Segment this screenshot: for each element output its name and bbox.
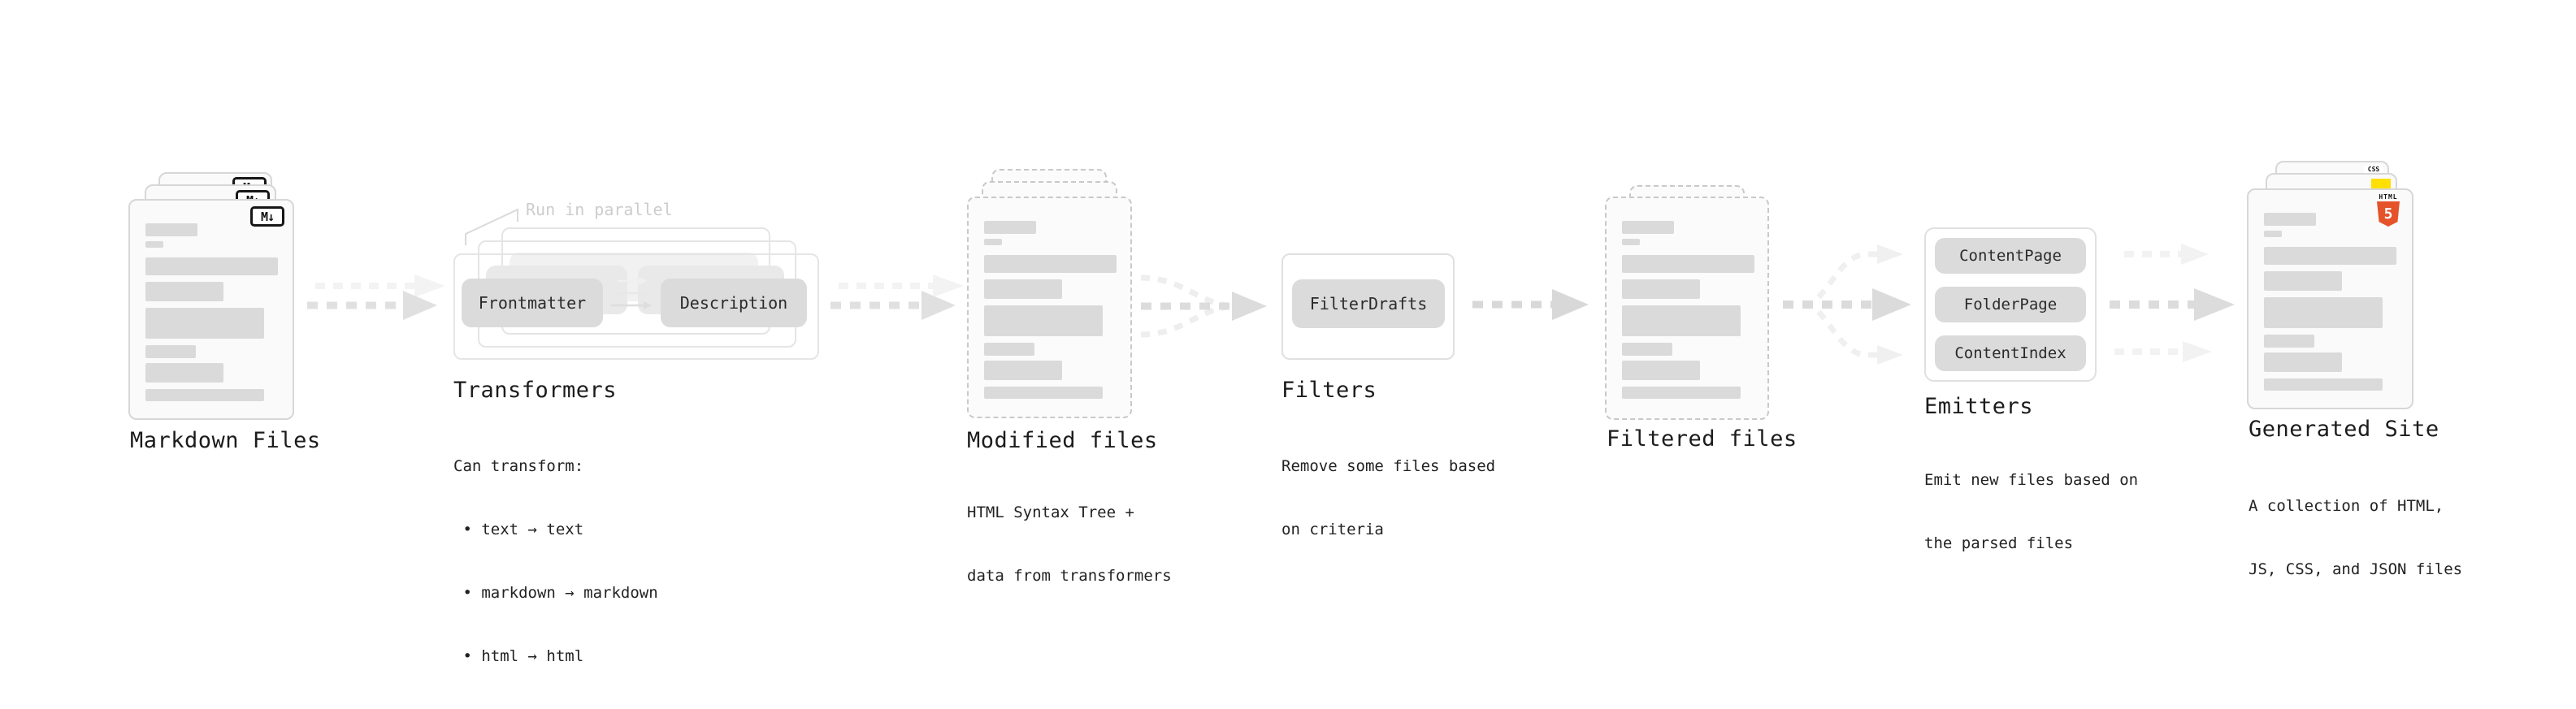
filters-sub-line: Remove some files based	[1281, 457, 1496, 475]
contentindex-node: ContentIndex	[1935, 335, 2086, 371]
skeleton-line	[2264, 297, 2383, 328]
transformers-bullet: • markdown → markdown	[453, 584, 658, 602]
folderpage-node: FolderPage	[1935, 287, 2086, 322]
parallel-flow-arrows-icon	[611, 277, 652, 309]
frontmatter-node: Frontmatter	[462, 279, 603, 327]
css-icon-label: CSS	[2367, 166, 2380, 173]
skeleton-line	[2264, 247, 2396, 265]
skeleton-line	[1622, 239, 1640, 245]
transformers-bullet: • text → text	[453, 521, 584, 538]
flow-arrow-modified-to-filters-merge	[1140, 275, 1267, 338]
transformers-sub-heading: Can transform:	[453, 457, 584, 475]
emitters-sub-line: the parsed files	[1924, 534, 2074, 552]
skeleton-line	[2264, 352, 2342, 372]
note-leader-line	[465, 208, 518, 245]
flow-arrows-emitters-to-generated	[2110, 244, 2235, 362]
skeleton-line	[984, 221, 1036, 234]
stage-generated-site: CSS HTML 5 Generated Site A collection o…	[2247, 161, 2462, 578]
stage-transformers: Run in parallel Frontmatter Description …	[453, 200, 835, 665]
skeleton-line	[1622, 255, 1754, 273]
skeleton-line	[2264, 335, 2314, 348]
skeleton-line	[145, 257, 278, 275]
skeleton-line	[2264, 231, 2282, 237]
skeleton-line	[145, 282, 223, 301]
stage-markdown-files: M↓ M↓ M↓ Markdown Files	[128, 172, 332, 465]
skeleton-line	[984, 343, 1034, 356]
stage-label-filters: Filters	[1281, 378, 1377, 403]
stage-label-emitters: Emitters	[1924, 394, 2034, 419]
skeleton-line	[1622, 221, 1674, 234]
html5-icon-label: HTML	[2379, 193, 2398, 201]
filters-sub-line: on criteria	[1281, 521, 1384, 538]
description-node: Description	[661, 279, 807, 327]
filtered-file-card-front	[1605, 197, 1769, 420]
flow-arrow-transformers-to-modified	[830, 275, 964, 320]
skeleton-line	[145, 308, 264, 339]
skeleton-line	[145, 241, 163, 248]
modified-file-card-front	[967, 197, 1132, 418]
skeleton-line	[1622, 279, 1700, 299]
javascript-icon	[2371, 179, 2391, 188]
markdown-file-card-front: M↓	[128, 199, 294, 420]
generated-file-card-front: HTML 5	[2247, 188, 2413, 409]
stage-label-transformers: Transformers	[453, 378, 618, 403]
stage-label-markdown-files: Markdown Files	[130, 428, 321, 453]
stage-modified-files: Modified files HTML Syntax Tree + data f…	[967, 169, 1172, 585]
flow-arrow-markdown-to-transformers	[307, 275, 445, 320]
modified-files-sub-line: data from transformers	[967, 567, 1172, 585]
stage-emitters: ContentPage FolderPage ContentIndex Emit…	[1924, 227, 2168, 552]
modified-files-sub-line: HTML Syntax Tree +	[967, 504, 1134, 521]
skeleton-line	[2264, 378, 2383, 391]
skeleton-line	[1622, 387, 1741, 399]
skeleton-line	[984, 387, 1103, 399]
filterdrafts-node: FilterDrafts	[1292, 279, 1445, 328]
skeleton-line	[984, 361, 1062, 380]
flow-arrow-filtered-to-emitters-branch	[1783, 244, 1911, 365]
emitters-sub-line: Emit new files based on	[1924, 471, 2139, 489]
run-in-parallel-note: Run in parallel	[526, 200, 673, 219]
skeleton-line	[1622, 361, 1700, 380]
contentpage-node: ContentPage	[1935, 238, 2086, 274]
generated-sub-line: JS, CSS, and JSON files	[2249, 560, 2463, 578]
transformers-bullet: • html → html	[453, 647, 584, 665]
skeleton-line	[145, 223, 197, 236]
skeleton-line	[1622, 343, 1672, 356]
skeleton-line	[2264, 213, 2316, 226]
generated-sub-line: A collection of HTML,	[2249, 497, 2444, 515]
skeleton-line	[2264, 271, 2342, 291]
stage-filtered-files: Filtered files	[1605, 185, 1808, 478]
skeleton-line	[145, 345, 196, 358]
skeleton-line	[1622, 305, 1741, 336]
stage-label-generated-site: Generated Site	[2249, 417, 2439, 442]
skeleton-line	[145, 363, 223, 383]
stage-label-filtered-files: Filtered files	[1607, 426, 1798, 452]
transformer-layer-front	[453, 253, 819, 360]
stage-filters: FilterDrafts Filters Remove some files b…	[1281, 253, 1509, 538]
html5-icon: HTML 5	[2374, 193, 2403, 227]
skeleton-line	[984, 255, 1117, 273]
stage-label-modified-files: Modified files	[967, 428, 1158, 453]
flow-arrow-filters-to-filtered	[1472, 289, 1589, 320]
skeleton-line	[145, 389, 264, 401]
markdown-icon: M↓	[250, 206, 284, 227]
static-site-pipeline-diagram: M↓ M↓ M↓ Markdown Files Run in parallel …	[128, 161, 2462, 665]
skeleton-line	[984, 239, 1002, 245]
skeleton-line	[984, 305, 1103, 336]
html5-icon-number: 5	[2383, 205, 2393, 223]
skeleton-line	[984, 279, 1062, 299]
